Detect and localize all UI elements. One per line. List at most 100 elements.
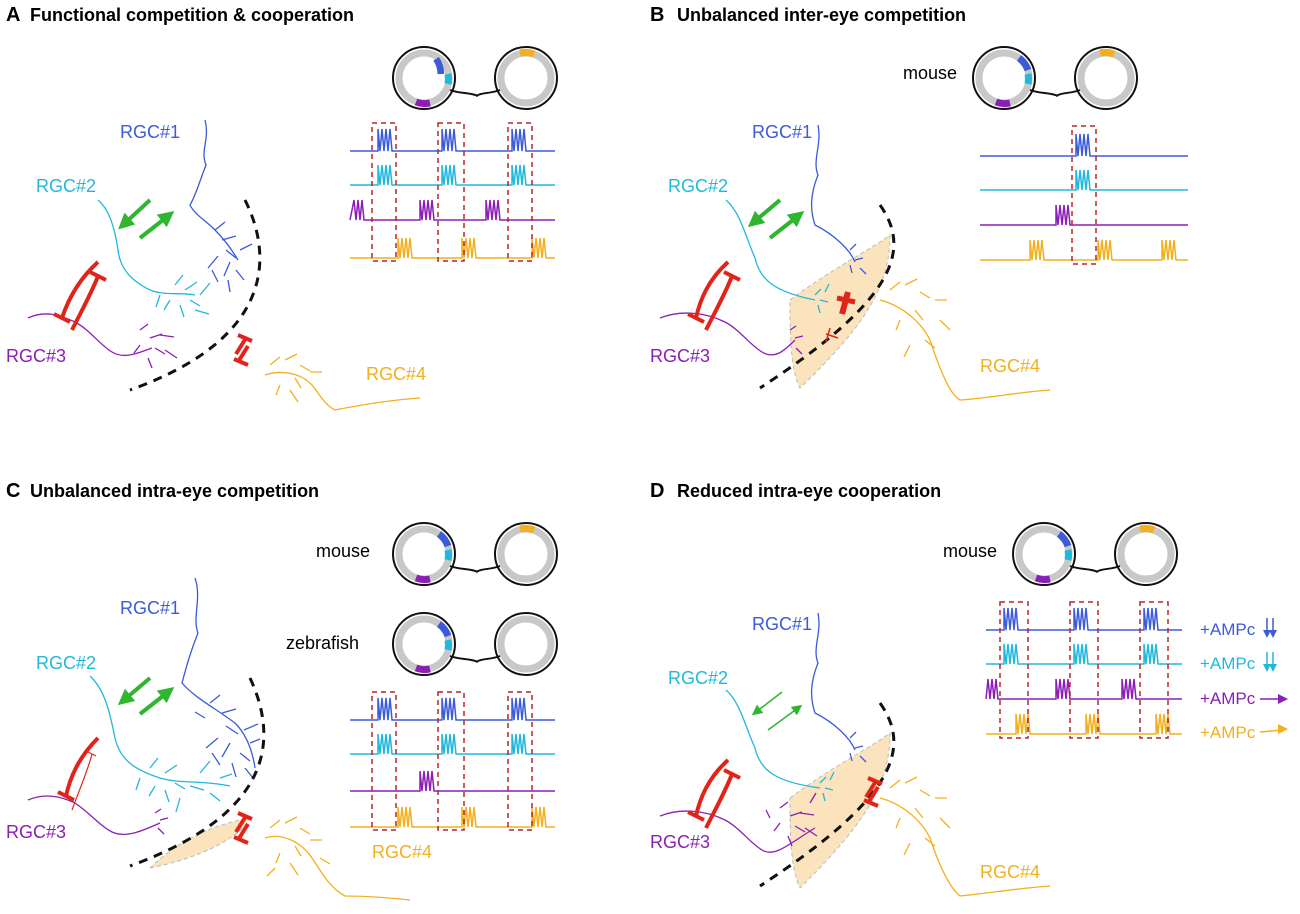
trace-rgc3 xyxy=(350,770,555,792)
eye-pair xyxy=(1012,522,1178,586)
trace-rgc2 xyxy=(350,733,555,755)
trace-rgc3 xyxy=(980,204,1188,226)
species-label: mouse xyxy=(903,63,957,83)
rgc4-neuron xyxy=(264,353,421,411)
sync-window xyxy=(999,601,1029,739)
trace-rgc2 xyxy=(350,164,555,186)
rgc2-neuron xyxy=(725,689,835,802)
sync-window xyxy=(507,122,533,262)
trace-rgc3 xyxy=(349,199,555,221)
spike-traces xyxy=(349,122,555,262)
rgc1-neuron xyxy=(810,124,867,275)
eye-boundary xyxy=(129,677,266,868)
rgc2-neuron xyxy=(89,675,233,813)
panel-title: Functional competition & cooperation xyxy=(30,5,354,25)
spike-traces xyxy=(980,125,1188,265)
panel-title: Unbalanced intra-eye competition xyxy=(30,481,319,501)
sync-window xyxy=(371,122,397,262)
right-arrow-icon xyxy=(1260,694,1288,704)
trace-rgc4 xyxy=(986,713,1182,735)
panel-letter: D xyxy=(650,480,664,502)
rgc4-label: RGC#4 xyxy=(980,862,1040,882)
rgc2-label: RGC#2 xyxy=(36,176,96,196)
rgc2-label: RGC#2 xyxy=(36,653,96,673)
rgc1-label: RGC#1 xyxy=(752,614,812,634)
rgc4-neuron xyxy=(879,776,1051,897)
inhibition-bars xyxy=(687,758,883,829)
cooperation-arrow xyxy=(138,687,175,716)
sync-window xyxy=(437,691,465,831)
trace-rgc1 xyxy=(986,607,1182,631)
spike-traces xyxy=(350,691,555,831)
sync-window xyxy=(1071,125,1097,265)
left-eye-icon xyxy=(1012,522,1099,586)
ampc-label-rgc1: +AMPc xyxy=(1200,620,1256,639)
sync-window xyxy=(507,691,533,831)
inhibition-bars xyxy=(53,260,253,367)
rgc2-neuron xyxy=(725,199,830,314)
eye-boundary xyxy=(759,702,896,888)
cooperation-arrow xyxy=(751,691,783,716)
trace-rgc4 xyxy=(980,239,1188,261)
left-eye-icon xyxy=(392,612,479,676)
sync-window xyxy=(371,691,397,831)
cooperation-arrow xyxy=(138,211,175,240)
species-label: mouse xyxy=(316,541,370,561)
eye-pair xyxy=(392,522,558,586)
trace-rgc2 xyxy=(980,169,1188,191)
rgc4-neuron xyxy=(264,816,411,901)
rgc3-label: RGC#3 xyxy=(650,346,710,366)
panel-letter: A xyxy=(6,4,20,26)
overlap-region xyxy=(148,817,251,869)
right-eye-icon xyxy=(475,612,558,676)
rgc2-label: RGC#2 xyxy=(668,176,728,196)
panel-b: B Unbalanced inter-eye competition mouse xyxy=(650,4,1188,401)
right-eye-icon xyxy=(475,46,558,110)
trace-rgc2 xyxy=(986,643,1182,665)
panel-letter: C xyxy=(6,480,20,502)
rgc4-label: RGC#4 xyxy=(372,842,432,862)
rgc4-label: RGC#4 xyxy=(980,356,1040,376)
cooperation-arrow xyxy=(767,704,803,731)
left-eye-icon xyxy=(972,46,1059,110)
panel-c: C Unbalanced intra-eye competition mouse… xyxy=(6,480,558,901)
inhibition-bars xyxy=(57,736,253,845)
rgc1-label: RGC#1 xyxy=(752,122,812,142)
rgc2-neuron xyxy=(97,199,211,318)
trace-rgc3 xyxy=(985,678,1182,700)
right-eye-icon xyxy=(1095,522,1178,586)
panel-a: A Functional competition & cooperation xyxy=(6,4,558,411)
rgc3-label: RGC#3 xyxy=(650,832,710,852)
rgc4-neuron xyxy=(879,278,1051,401)
trace-rgc4 xyxy=(350,806,555,828)
ampc-legend: +AMPc +AMPc +AMPc +AMPc xyxy=(1200,618,1288,742)
rgc1-label: RGC#1 xyxy=(120,122,180,142)
trace-rgc1 xyxy=(350,128,555,152)
rgc3-neuron xyxy=(659,792,818,853)
rgc4-label: RGC#4 xyxy=(366,364,426,384)
eye-pair xyxy=(392,612,558,676)
left-eye-icon xyxy=(392,46,479,110)
eye-boundary xyxy=(129,199,262,392)
rgc1-neuron xyxy=(181,577,261,779)
eye-pair xyxy=(972,46,1138,110)
rgc3-label: RGC#3 xyxy=(6,822,66,842)
panel-letter: B xyxy=(650,4,664,26)
rgc3-label: RGC#3 xyxy=(6,346,66,366)
cooperation-arrow xyxy=(118,198,152,230)
rgc1-label: RGC#1 xyxy=(120,598,180,618)
double-down-arrow-icon xyxy=(1263,618,1277,638)
trace-rgc1 xyxy=(350,697,555,721)
eye-pair xyxy=(392,46,558,110)
cooperation-arrow xyxy=(768,211,805,240)
panel-title: Reduced intra-eye cooperation xyxy=(677,481,941,501)
spike-traces xyxy=(985,601,1182,739)
rgc1-neuron xyxy=(810,612,867,763)
rgc2-label: RGC#2 xyxy=(668,668,728,688)
overlap-region xyxy=(789,731,891,889)
sync-window xyxy=(1069,601,1099,739)
panel-d: D Reduced intra-eye cooperation mouse xyxy=(650,480,1288,897)
inhibition-bars xyxy=(687,260,856,343)
rgc3-neuron xyxy=(27,795,169,836)
